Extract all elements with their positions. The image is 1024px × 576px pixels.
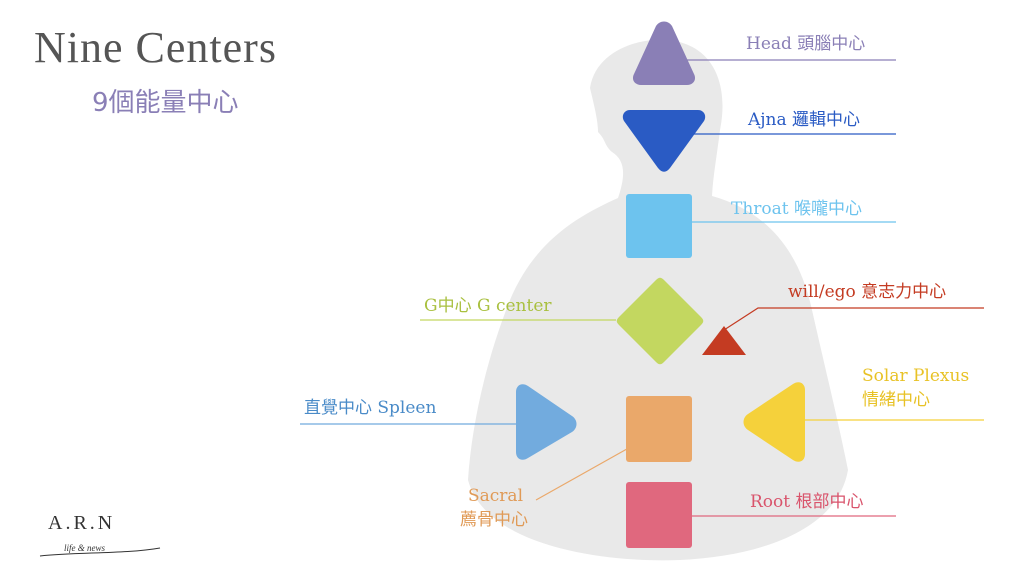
solar-plexus-label-line1: Solar Plexus [862,366,970,386]
ajna-center-shape [622,110,706,172]
ajna-center-label: Ajna 邏輯中心 [748,110,861,130]
logo-main-text: A.R.N [48,512,116,534]
page-title: Nine Centers [34,23,277,72]
logo-swash [39,547,161,557]
will-ego-center-label: will/ego 意志力中心 [788,282,947,302]
will-ego-center-shape [702,326,746,355]
head-center-shape [632,21,696,85]
page-subtitle: 9個能量中心 [92,88,239,118]
head-center-label: Head 頭腦中心 [746,34,866,54]
will-ego-leader-line [723,307,984,331]
spleen-center-shape [516,384,577,460]
g-center-shape [616,277,704,365]
arn-logo: A.R.N life & news [36,512,166,568]
g-center-label: G中心 G center [424,296,552,316]
root-center-shape [626,482,692,548]
sacral-leader-line [535,444,635,501]
spleen-center-label: 直覺中心 Spleen [304,398,437,418]
sacral-label-line2: 薦骨中心 [460,510,528,530]
solar-plexus-center-shape [743,382,805,462]
sacral-label-line1: Sacral [468,486,524,506]
logo-sub-text: life & news [64,543,105,553]
sacral-center-shape [626,396,692,462]
throat-center-label: Throat 喉嚨中心 [731,199,863,219]
solar-plexus-label-line2: 情緒中心 [862,390,930,410]
throat-center-shape [626,194,692,258]
root-center-label: Root 根部中心 [750,492,864,512]
